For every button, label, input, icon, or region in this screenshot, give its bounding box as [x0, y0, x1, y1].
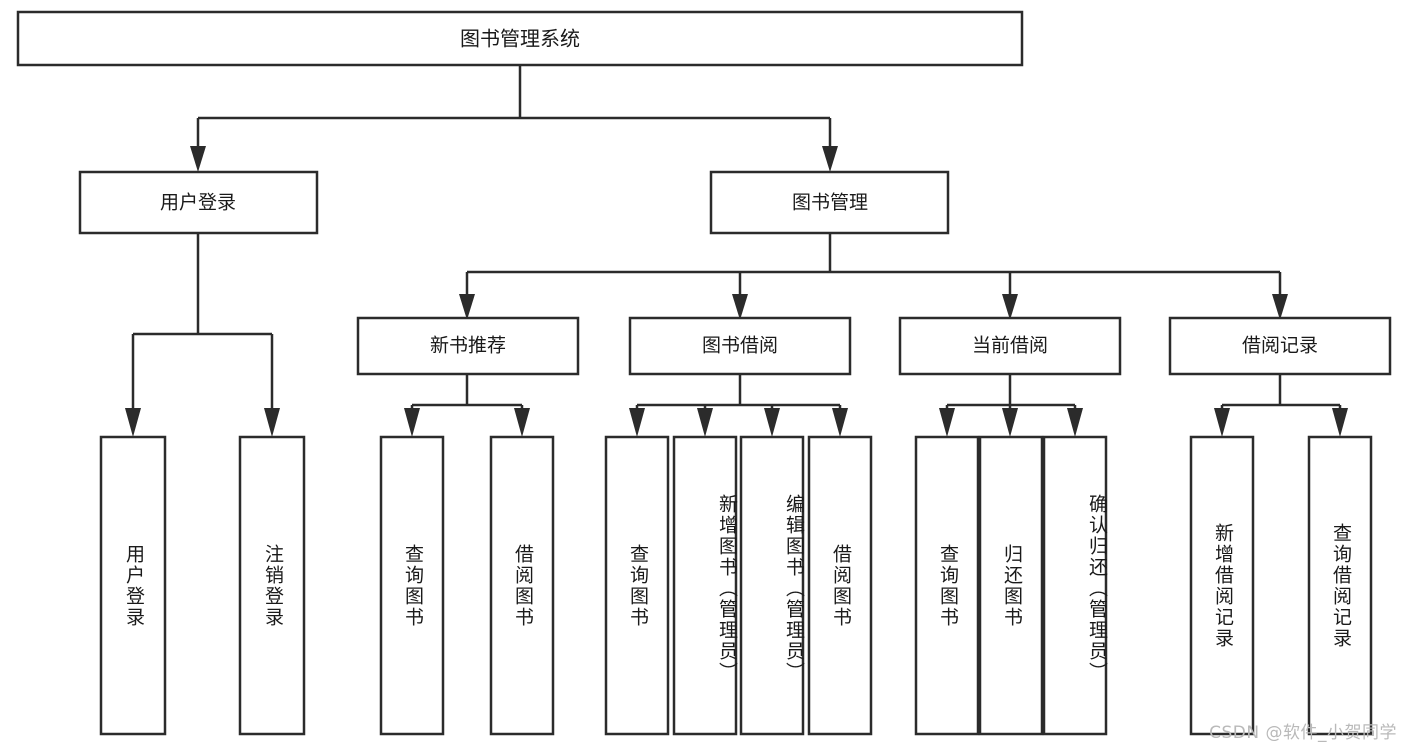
node-current-borrow-box[interactable]: [898, 316, 1122, 376]
node-current-borrow-label: 当前借阅: [972, 335, 1048, 357]
connector-group-root-to-level1: [190, 65, 838, 172]
leaf-box-return-book[interactable]: [978, 435, 1044, 736]
leaf-group-new-book-recommend: [379, 435, 555, 736]
arrow-icon-leaf-borrow-book-a: [514, 408, 530, 437]
leaf-group-borrow-record: [1189, 435, 1373, 736]
arrow-icon-book-borrow: [732, 294, 748, 320]
leaf-group-book-borrow: [604, 435, 873, 736]
leaf-box-query-book-c[interactable]: [914, 435, 980, 736]
csdn-watermark: CSDN @软件_小贺同学: [1209, 723, 1397, 743]
leaf-box-add-record[interactable]: [1189, 435, 1255, 736]
node-book-borrow-box[interactable]: [628, 316, 852, 376]
arrow-icon-leaf-query-book-c: [939, 408, 955, 437]
connector-group-borrow-record-to-leaves: [1214, 374, 1348, 437]
leaf-box-query-book-a[interactable]: [379, 435, 445, 736]
connector-group-book-management-to-level2: [459, 233, 1288, 320]
node-new-book-recommend[interactable]: 新书推荐: [356, 316, 580, 376]
arrow-icon-current-borrow: [1002, 294, 1018, 320]
leaf-box-query-record[interactable]: [1307, 435, 1373, 736]
connector-group-current-borrow-to-leaves: [939, 374, 1083, 437]
node-root-system-box[interactable]: [16, 10, 1024, 67]
node-current-borrow[interactable]: 当前借阅: [898, 316, 1122, 376]
arrow-icon-user-login: [190, 146, 206, 172]
node-user-login[interactable]: 用户登录: [78, 170, 319, 235]
leaf-group-user-login: [99, 435, 306, 736]
node-book-management-label: 图书管理: [792, 192, 868, 214]
arrow-icon-leaf-add-book: [697, 408, 713, 437]
arrow-icon-leaf-borrow-book-b: [832, 408, 848, 437]
arrow-icon-new-book: [459, 294, 475, 320]
arrow-icon-leaf-add-record: [1214, 408, 1230, 437]
arrow-icon-book-management: [822, 146, 838, 172]
node-book-borrow[interactable]: 图书借阅: [628, 316, 852, 376]
node-root-system[interactable]: 图书管理系统: [16, 10, 1024, 67]
arrow-icon-leaf-edit-book: [764, 408, 780, 437]
arrow-icon-leaf-query-book-a: [404, 408, 420, 437]
node-root-system-label: 图书管理系统: [460, 27, 580, 51]
leaf-box-confirm-return[interactable]: [1042, 435, 1108, 736]
node-new-book-recommend-box[interactable]: [356, 316, 580, 376]
arrow-icon-leaf-logout: [264, 408, 280, 437]
arrow-icon-borrow-record: [1272, 294, 1288, 320]
leaf-box-logout[interactable]: [238, 435, 306, 736]
connector-group-user-login-to-leaves: [125, 233, 280, 437]
arrow-icon-leaf-return-book: [1002, 408, 1018, 437]
leaf-box-edit-book[interactable]: [739, 435, 805, 736]
connector-group-new-book-to-leaves: [404, 374, 530, 437]
leaf-box-borrow-book-a[interactable]: [489, 435, 555, 736]
leaf-box-user-login[interactable]: [99, 435, 167, 736]
arrow-icon-leaf-query-book-b: [629, 408, 645, 437]
arrow-icon-leaf-query-record: [1332, 408, 1348, 437]
node-user-login-label: 用户登录: [160, 192, 236, 214]
node-borrow-record-label: 借阅记录: [1242, 335, 1318, 357]
node-book-borrow-label: 图书借阅: [702, 335, 778, 357]
node-new-book-recommend-label: 新书推荐: [430, 335, 506, 357]
leaf-box-borrow-book-b[interactable]: [807, 435, 873, 736]
leaf-box-add-book[interactable]: [672, 435, 738, 736]
node-book-management-box[interactable]: [709, 170, 950, 235]
node-book-management[interactable]: 图书管理: [709, 170, 950, 235]
arrow-icon-leaf-user-login: [125, 408, 141, 437]
node-user-login-box[interactable]: [78, 170, 319, 235]
node-borrow-record-box[interactable]: [1168, 316, 1392, 376]
leaf-box-query-book-b[interactable]: [604, 435, 670, 736]
arrow-icon-leaf-confirm-return: [1067, 408, 1083, 437]
node-borrow-record[interactable]: 借阅记录: [1168, 316, 1392, 376]
leaf-group-current-borrow: [914, 435, 1108, 736]
connector-group-book-borrow-to-leaves: [629, 374, 848, 437]
